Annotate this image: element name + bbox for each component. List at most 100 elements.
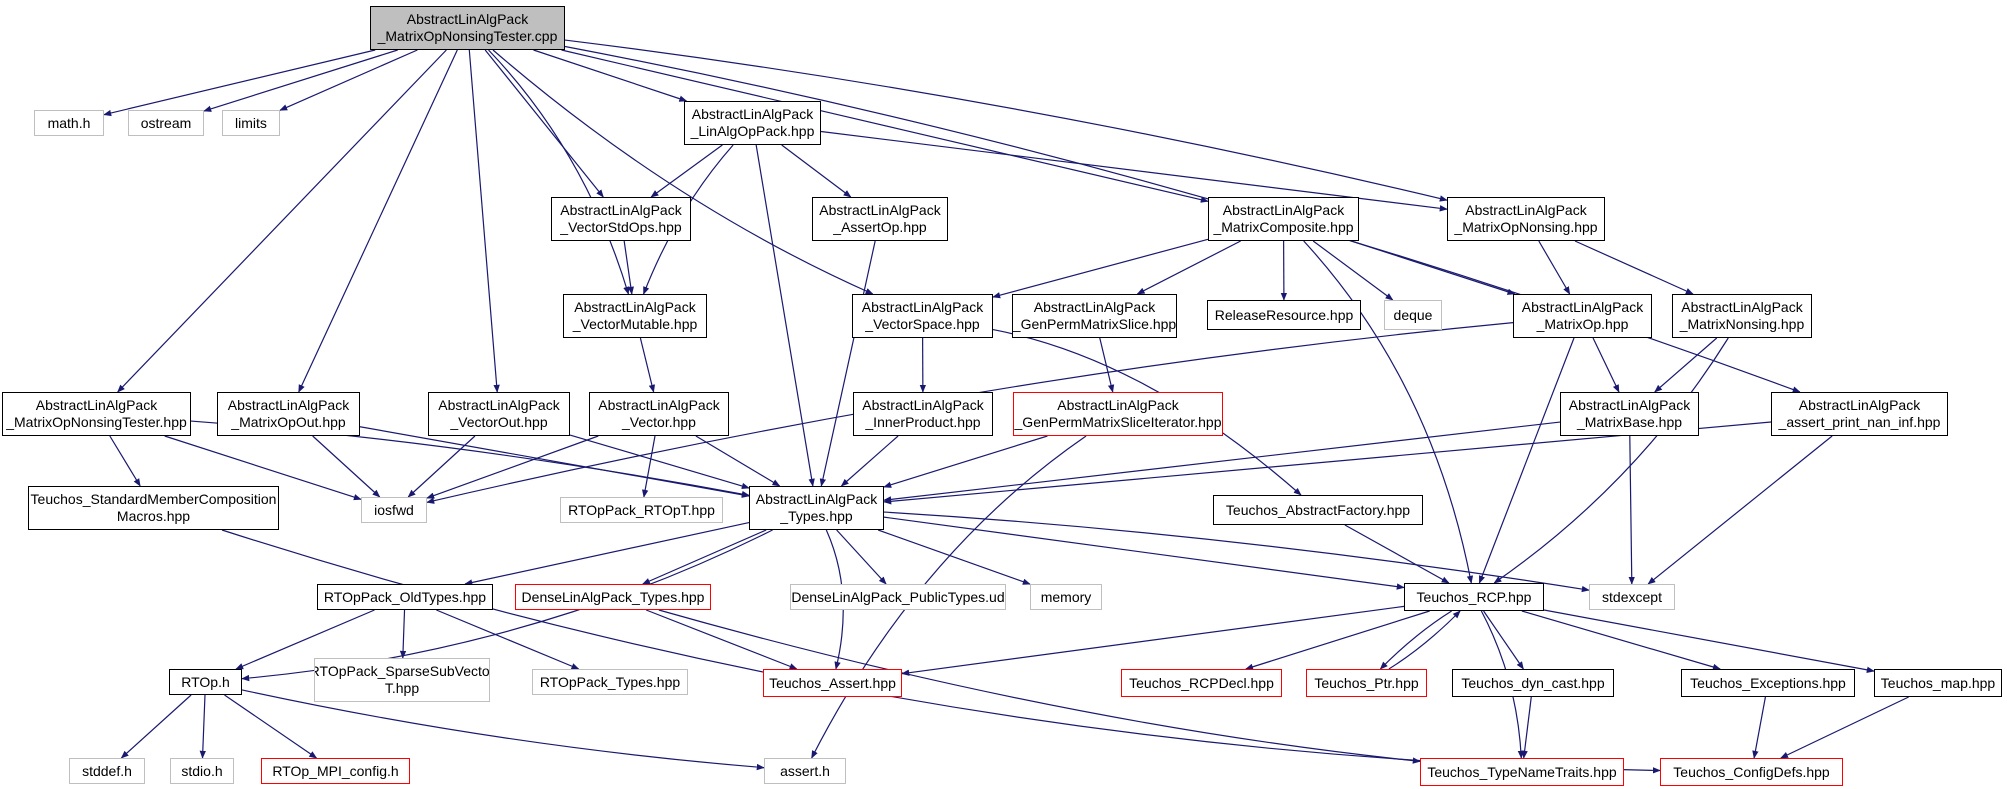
node-label: RTOp_MPI_config.h <box>272 762 399 779</box>
node-label: DenseLinAlgPack_PublicTypes.ud <box>791 588 1005 605</box>
node-rcp[interactable]: Teuchos_RCP.hpp <box>1404 583 1544 611</box>
node-label: AbstractLinAlgPack <box>1798 397 1921 413</box>
edge-linalgop-to-matopnons <box>820 130 1448 212</box>
node-vecspace[interactable]: AbstractLinAlgPack_VectorSpace.hpp <box>852 294 993 338</box>
node-label: Teuchos_Exceptions.hpp <box>1690 674 1846 691</box>
edge-rcp-to-rcpdecl <box>1245 610 1430 670</box>
node-vector[interactable]: AbstractLinAlgPack_Vector.hpp <box>589 392 729 436</box>
node-math: math.h <box>34 110 104 136</box>
node-iosfwd: iosfwd <box>361 497 427 523</box>
node-label: stdexcept <box>1602 588 1662 605</box>
node-limits: limits <box>222 110 280 136</box>
node-label: ostream <box>140 114 192 131</box>
node-typename[interactable]: Teuchos_TypeNameTraits.hpp <box>1420 758 1624 786</box>
node-stddef: stddef.h <box>69 758 145 784</box>
node-label: _MatrixOpNonsingTester.cpp <box>377 28 558 44</box>
node-ptr[interactable]: Teuchos_Ptr.hpp <box>1306 669 1427 697</box>
node-root[interactable]: AbstractLinAlgPack_MatrixOpNonsingTester… <box>370 6 565 50</box>
node-label: limits <box>235 114 267 131</box>
edge-rtoph-to-asserth <box>241 689 765 771</box>
node-matopout[interactable]: AbstractLinAlgPack_MatrixOpOut.hpp <box>217 392 360 436</box>
node-label: _VectorStdOps.hpp <box>560 219 682 235</box>
node-stdio: stdio.h <box>170 758 234 784</box>
edge-assertop-to-types <box>819 240 876 487</box>
node-dyncast[interactable]: Teuchos_dyn_cast.hpp <box>1452 669 1614 697</box>
node-label: RTOpPack_OldTypes.hpp <box>323 588 487 605</box>
node-rtoph[interactable]: RTOp.h <box>169 669 242 695</box>
node-tmap[interactable]: Teuchos_map.hpp <box>1874 669 2002 697</box>
node-genperm[interactable]: AbstractLinAlgPack_GenPermMatrixSlice.hp… <box>1012 294 1177 338</box>
edge-rcp-to-tassert <box>901 605 1405 676</box>
edge-matcomp-to-genperm <box>1136 240 1241 295</box>
node-mpiconf[interactable]: RTOp_MPI_config.h <box>261 758 410 784</box>
node-label: T.hpp <box>384 680 420 696</box>
edge-tmap-to-configdefs <box>1780 696 1909 759</box>
edge-root-to-vecstdops <box>484 49 604 198</box>
node-innerprod[interactable]: AbstractLinAlgPack_InnerProduct.hpp <box>853 392 993 436</box>
node-matnons[interactable]: AbstractLinAlgPack_MatrixNonsing.hpp <box>1672 294 1812 338</box>
edge-types-to-dlppub <box>836 529 887 585</box>
node-genpermit[interactable]: AbstractLinAlgPack_GenPermMatrixSliceIte… <box>1013 392 1223 436</box>
node-dlptypes[interactable]: DenseLinAlgPack_Types.hpp <box>515 584 711 610</box>
node-label: AbstractLinAlgPack <box>861 299 984 315</box>
node-memory: memory <box>1030 584 1102 610</box>
edge-root-to-ostream <box>203 49 398 112</box>
node-vecout[interactable]: AbstractLinAlgPack_VectorOut.hpp <box>428 392 570 436</box>
node-tassert[interactable]: Teuchos_Assert.hpp <box>763 669 902 697</box>
edge-vecspace-to-absfact <box>992 328 1302 496</box>
node-matopnons[interactable]: AbstractLinAlgPack_MatrixOpNonsing.hpp <box>1447 197 1605 241</box>
node-exceptions[interactable]: Teuchos_Exceptions.hpp <box>1681 669 1855 697</box>
node-label: AbstractLinAlgPack <box>35 397 158 413</box>
node-label: _Vector.hpp <box>622 414 696 430</box>
node-oldtypes[interactable]: RTOpPack_OldTypes.hpp <box>317 584 493 610</box>
node-label: stddef.h <box>82 762 132 779</box>
node-mtester[interactable]: AbstractLinAlgPack_MatrixOpNonsingTester… <box>2 392 191 436</box>
node-deque: deque <box>1384 300 1442 330</box>
node-ostream: ostream <box>128 110 204 136</box>
node-label: AbstractLinAlgPack <box>1681 299 1803 315</box>
node-label: deque <box>1393 306 1433 323</box>
node-label: AbstractLinAlgPack <box>438 397 560 413</box>
node-vecstdops[interactable]: AbstractLinAlgPack_VectorStdOps.hpp <box>551 197 691 241</box>
edge-rtoph-to-mpiconf <box>224 694 318 759</box>
edge-vecout-to-types <box>569 434 750 490</box>
node-matcomp[interactable]: AbstractLinAlgPack_MatrixComposite.hpp <box>1208 197 1359 241</box>
edge-types-to-stdexcept <box>883 511 1590 593</box>
edge-genpermit-to-asserth <box>811 435 1087 759</box>
node-vecmut[interactable]: AbstractLinAlgPack_VectorMutable.hpp <box>563 294 707 338</box>
node-label: Macros.hpp <box>116 508 191 524</box>
node-types[interactable]: AbstractLinAlgPack_Types.hpp <box>749 486 884 530</box>
node-configdefs[interactable]: Teuchos_ConfigDefs.hpp <box>1660 758 1843 786</box>
edge-root-to-limits <box>279 49 418 111</box>
edge-root-to-mtester <box>117 49 447 393</box>
node-absfact[interactable]: Teuchos_AbstractFactory.hpp <box>1213 495 1423 525</box>
node-label: DenseLinAlgPack_Types.hpp <box>521 588 705 605</box>
edge-rcp-to-exceptions <box>1521 610 1721 671</box>
node-label: AbstractLinAlgPack <box>691 106 814 122</box>
node-label: AbstractLinAlgPack <box>755 491 878 507</box>
edge-root-to-apni <box>564 45 1801 393</box>
edge-vector-to-rtopt <box>642 435 656 498</box>
edge-vector-to-types <box>695 435 781 487</box>
node-label: _MatrixComposite.hpp <box>1213 219 1354 235</box>
node-label: RTOp.h <box>181 673 230 690</box>
node-rcpdecl[interactable]: Teuchos_RCPDecl.hpp <box>1121 669 1282 697</box>
node-linalgop[interactable]: AbstractLinAlgPack_LinAlgOpPack.hpp <box>684 101 821 145</box>
node-label: AbstractLinAlgPack <box>1465 202 1587 218</box>
node-label: Teuchos_dyn_cast.hpp <box>1461 674 1605 691</box>
edge-matcomp-to-vecspace <box>992 238 1209 299</box>
edge-rcp-to-dyncast <box>1483 610 1524 670</box>
edge-root-to-matopnons <box>564 39 1448 202</box>
node-label: memory <box>1040 588 1092 605</box>
node-label: RTOpPack_Types.hpp <box>539 673 681 690</box>
node-stdexcept: stdexcept <box>1589 584 1675 610</box>
node-assertop[interactable]: AbstractLinAlgPack_AssertOp.hpp <box>812 197 948 241</box>
edge-root-to-vecspace <box>492 49 874 295</box>
edge-root-to-matcomp <box>561 49 1209 203</box>
node-matbase[interactable]: AbstractLinAlgPack_MatrixBase.hpp <box>1560 392 1699 436</box>
node-apni[interactable]: AbstractLinAlgPack_assert_print_nan_inf.… <box>1771 392 1948 436</box>
node-matop[interactable]: AbstractLinAlgPack_MatrixOp.hpp <box>1513 294 1652 338</box>
node-relres[interactable]: ReleaseResource.hpp <box>1207 300 1361 330</box>
node-label: Teuchos_map.hpp <box>1880 674 1996 691</box>
